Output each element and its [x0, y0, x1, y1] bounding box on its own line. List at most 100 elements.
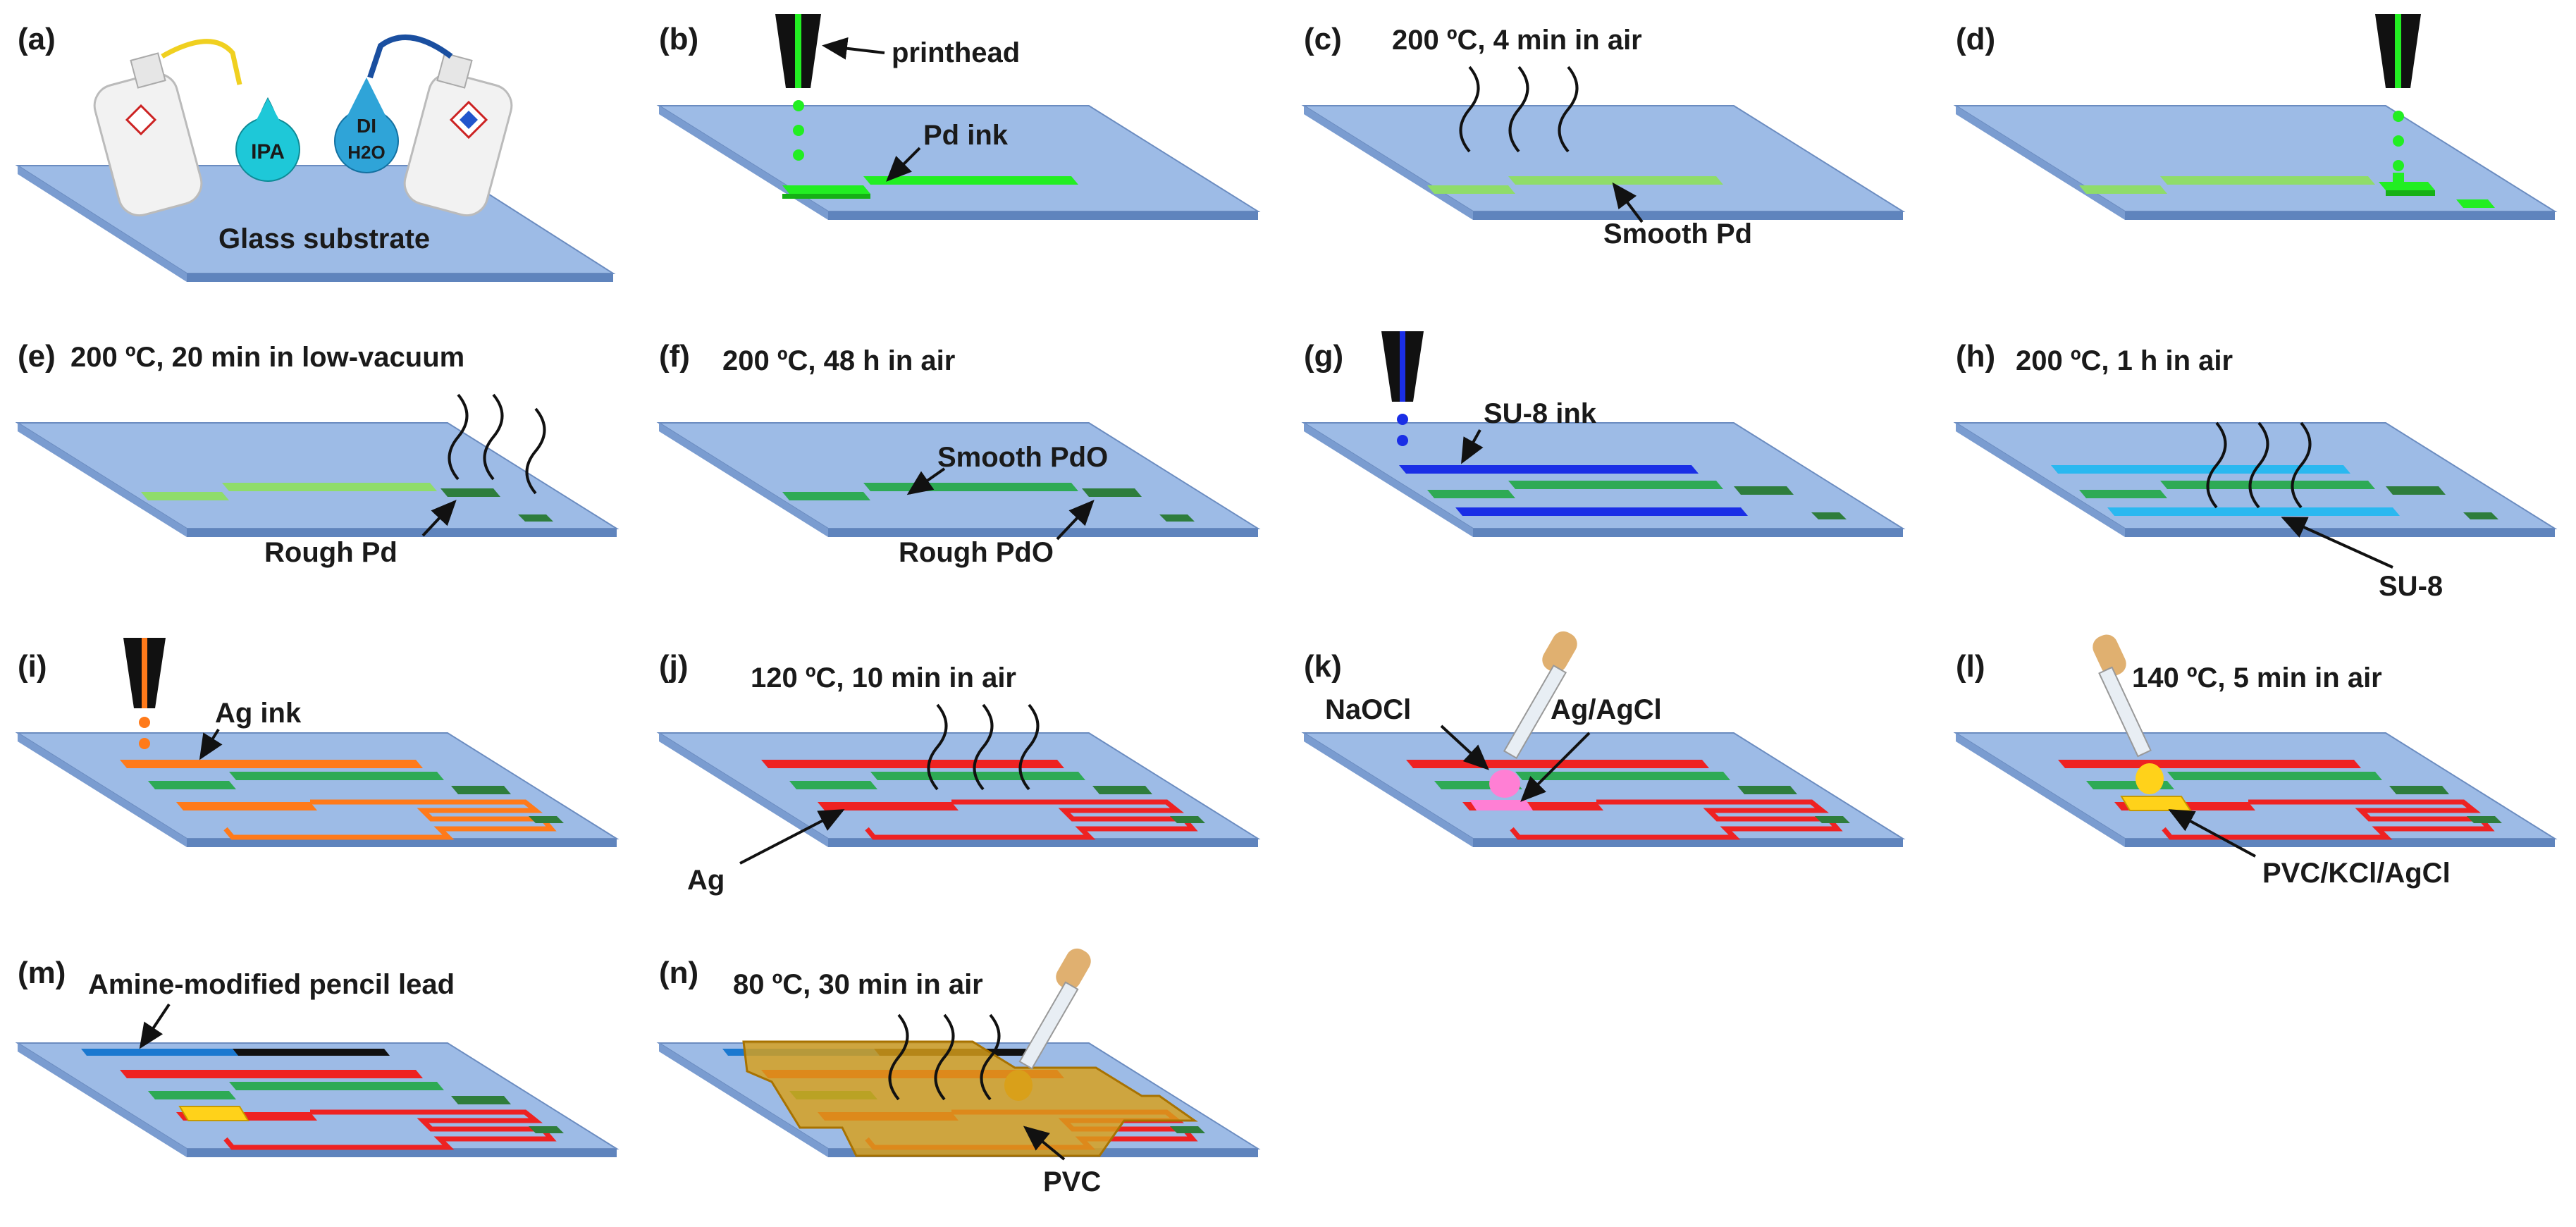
panel-k: (k) NaOCl Ag/AgCl: [1301, 631, 1906, 847]
pd-ink-label: Pd ink: [923, 120, 1009, 151]
pvc-droplet: [1004, 1070, 1033, 1101]
su8-ink-traces: [1399, 465, 1847, 519]
panel-j: (j) 120 ºC, 10 min in air Ag: [656, 649, 1261, 896]
smooth-pdo-arrow: [906, 467, 946, 495]
glass-substrate: [656, 422, 1261, 537]
pvc-kcl-agcl-label: PVC/KCl/AgCl: [2262, 858, 2451, 889]
panel-letter-k: (k): [1304, 649, 1342, 684]
su8-ink-droplets: [1397, 414, 1408, 446]
panel-l: (l) 140 ºC, 5 min in air PVC/KCl/AgCl: [1953, 634, 2558, 889]
smooth-pd-trace: [1427, 176, 1723, 194]
panel-f: (f) 200 ºC, 48 h in air Smooth PdO Rough…: [656, 339, 1261, 568]
dropper-icon: [1503, 631, 1577, 759]
heat-waves-icon: [927, 703, 1040, 791]
condition-label: 200 ºC, 48 h in air: [722, 345, 955, 376]
condition-label: 200 ºC, 20 min in low-vacuum: [70, 342, 464, 373]
ag-label: Ag: [687, 865, 725, 896]
heat-waves-icon: [448, 393, 546, 495]
ag-ink-traces: [120, 760, 564, 840]
ipa-label: IPA: [251, 140, 285, 164]
ag-agcl-arrow: [1520, 732, 1591, 802]
h2o-label: H2O: [347, 142, 385, 163]
smooth-pd-trace: [2079, 176, 2375, 194]
pd-ink-droplets: [793, 100, 804, 161]
ag-agcl-label: Ag/AgCl: [1551, 694, 1662, 725]
naocl-droplet: [1489, 770, 1520, 798]
su8-arrow: [2281, 517, 2393, 569]
pd-ink-arrow: [886, 147, 921, 182]
material-label: Amine-modified pencil lead: [88, 969, 455, 1000]
dropper-icon: [1018, 948, 1091, 1070]
panel-letter-n: (n): [659, 956, 698, 990]
ag-ink-droplets: [139, 717, 150, 749]
condition-label: 80 ºC, 30 min in air: [733, 969, 983, 1000]
panel-letter-i: (i): [18, 649, 47, 684]
panel-g: (g) SU-8 ink: [1301, 331, 1906, 537]
smooth-pd-label: Smooth Pd: [1603, 218, 1752, 249]
panel-letter-g: (g): [1304, 339, 1343, 374]
panel-i: (i) Ag ink: [15, 638, 620, 847]
condition-label: 200 ºC, 1 h in air: [2016, 345, 2233, 376]
printhead-icon: [1381, 331, 1424, 402]
panel-d: (d): [1953, 14, 2558, 220]
ipa-droplet-icon: IPA: [235, 97, 300, 182]
ag-ink-label: Ag ink: [215, 698, 302, 729]
panel-h: (h) 200 ºC, 1 h in air SU-8: [1953, 339, 2558, 602]
pvc-droplet: [2136, 763, 2164, 794]
pencil-lead-trace: [81, 1049, 390, 1056]
su8-traces: [2051, 465, 2498, 519]
su8-ink-arrow: [1461, 429, 1484, 464]
smooth-pd-trace: [141, 483, 437, 500]
glass-substrate: [15, 422, 620, 537]
electrode-traces: [120, 1070, 564, 1150]
panel-letter-d: (d): [1956, 22, 1995, 56]
pd-ink-droplets: [2393, 111, 2404, 171]
condition-label: 120 ºC, 10 min in air: [751, 662, 1016, 693]
panel-letter-f: (f): [659, 339, 690, 374]
su8-ink-label: SU-8 ink: [1484, 398, 1597, 429]
smooth-pd-arrow: [1612, 182, 1644, 223]
rough-pdo-label: Rough PdO: [899, 537, 1054, 568]
panel-letter-b: (b): [659, 22, 698, 56]
panel-a: (a) IPA DI: [15, 22, 616, 282]
smooth-pdo-label: Smooth PdO: [937, 442, 1108, 473]
printhead-label: printhead: [892, 37, 1020, 68]
ag-ink-arrow: [199, 728, 223, 760]
condition-label: 200 ºC, 4 min in air: [1392, 25, 1642, 56]
rough-pdo-pads: [1082, 488, 1195, 522]
panel-letter-l: (l): [1956, 649, 1985, 684]
condition-label: 140 ºC, 5 min in air: [2132, 662, 2382, 693]
panel-letter-j: (j): [659, 649, 689, 684]
heat-waves-icon: [2206, 421, 2312, 509]
panel-n: (n) 80 ºC, 30 min in air PVC: [656, 948, 1261, 1197]
wash-bottle-ipa-icon: [93, 39, 242, 217]
ag-traces: [761, 760, 1205, 840]
pencil-lead-arrow: [139, 1003, 171, 1049]
pvc-label: PVC: [1043, 1166, 1101, 1197]
pvc-arrow: [1023, 1126, 1066, 1161]
ag-arrow: [739, 809, 845, 865]
panel-m: (m) Amine-modified pencil lead: [15, 956, 620, 1157]
panel-letter-e: (e): [18, 339, 56, 374]
di-label: DI: [357, 115, 376, 137]
heat-waves-icon: [888, 1013, 1001, 1101]
panel-c: (c) 200 ºC, 4 min in air Smooth Pd: [1301, 22, 1906, 249]
panel-letter-c: (c): [1304, 22, 1342, 56]
pd-ink-trace: [782, 176, 1078, 199]
panel-b: (b) printhead Pd ink: [656, 14, 1261, 220]
di-water-droplet-icon: DI H2O: [334, 78, 399, 173]
dropper-icon: [2093, 634, 2152, 758]
printhead-arrow: [822, 37, 885, 60]
rough-pdo-arrow: [1056, 500, 1095, 541]
glass-substrate: [1301, 422, 1906, 537]
printhead-icon: [2375, 14, 2421, 88]
glass-substrate: [1301, 105, 1906, 220]
rough-pd-label: Rough Pd: [264, 537, 398, 568]
printhead-icon: [123, 638, 166, 708]
glass-substrate-label: Glass substrate: [218, 223, 430, 254]
panel-letter-a: (a): [18, 22, 56, 56]
heat-waves-icon: [1459, 66, 1579, 153]
panel-e: (e) 200 ºC, 20 min in low-vacuum Rough P…: [15, 339, 620, 568]
glass-substrate: [1953, 422, 2558, 537]
panel-letter-m: (m): [18, 956, 66, 990]
